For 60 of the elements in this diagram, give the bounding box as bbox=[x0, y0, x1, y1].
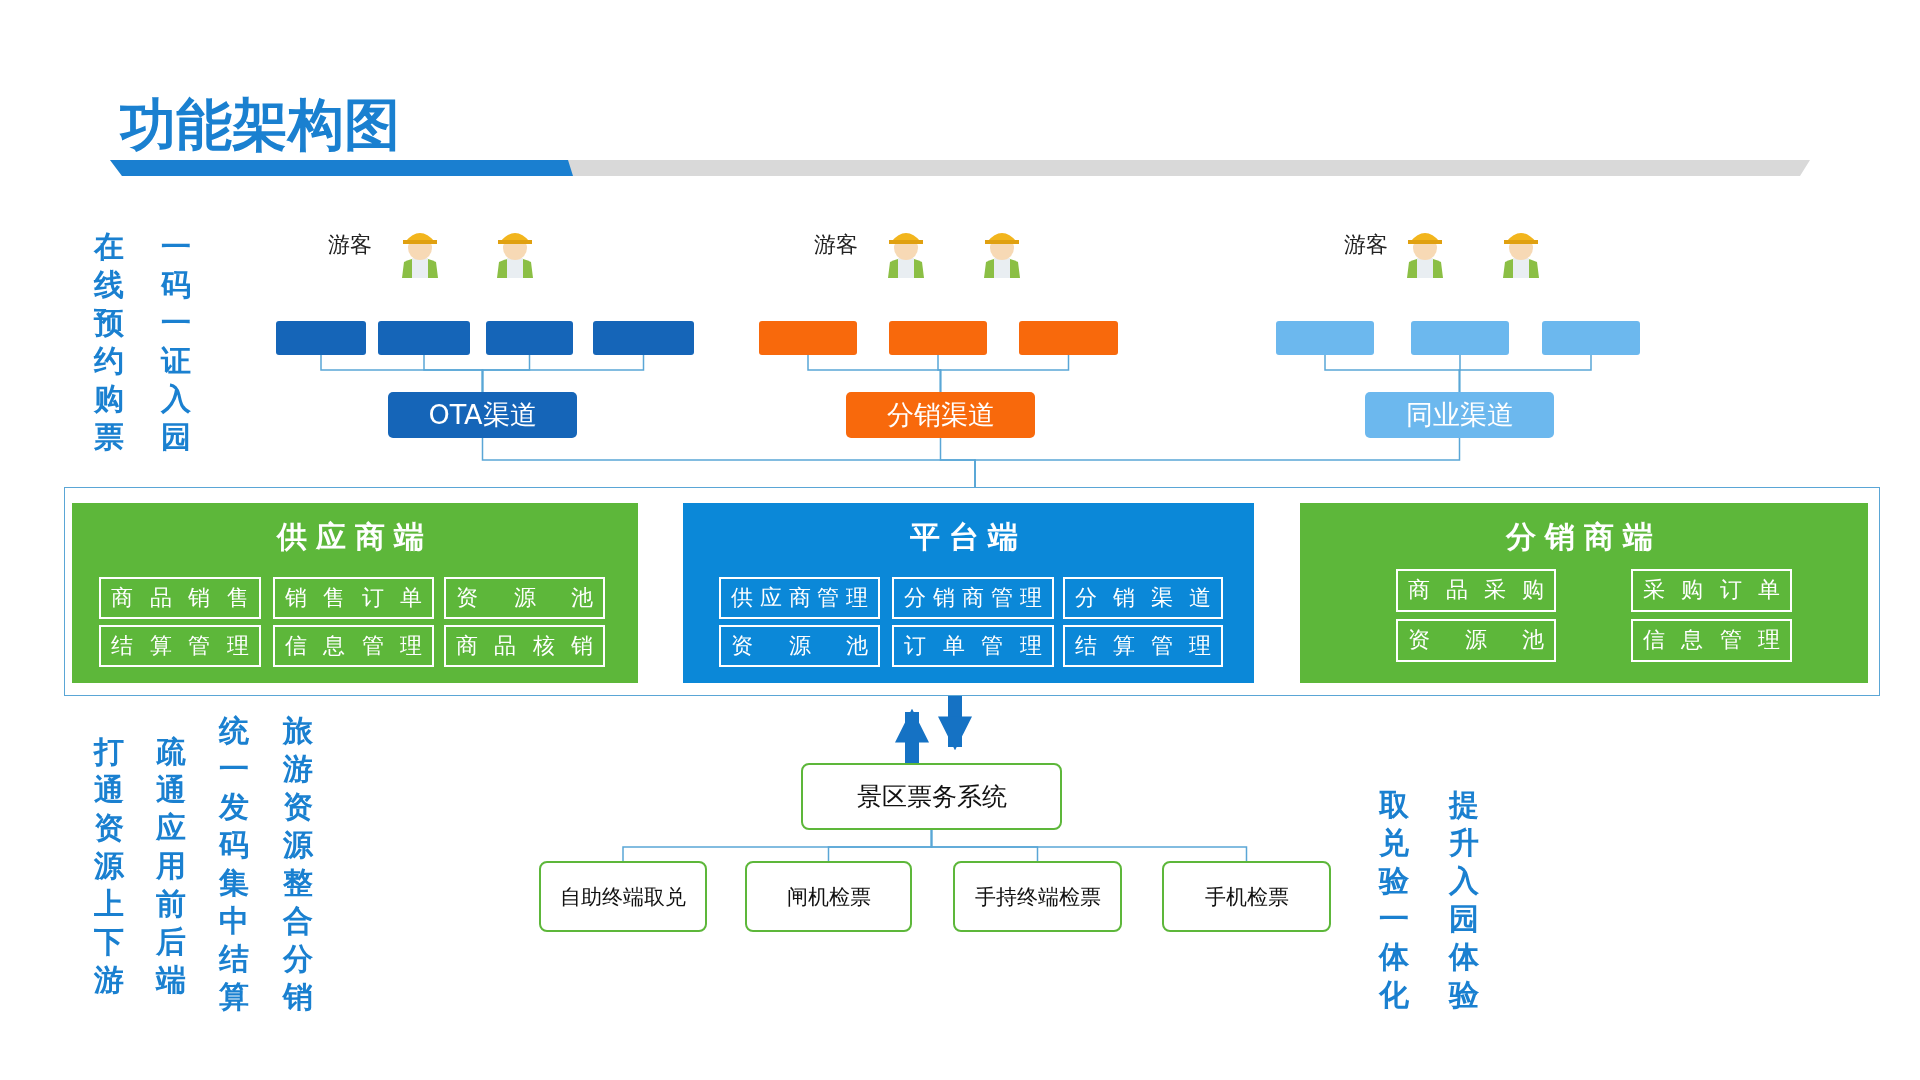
function-box: 采购订单 bbox=[1631, 569, 1792, 612]
function-box: 商品销售 bbox=[99, 577, 261, 619]
side-text: 在线预约购票 bbox=[93, 228, 125, 456]
visitor-label: 游客 bbox=[328, 231, 372, 259]
function-box: 资源池 bbox=[444, 577, 605, 619]
function-box: 结算管理 bbox=[1063, 625, 1223, 667]
terminal-box: 自助终端取兑 bbox=[539, 861, 707, 932]
terminal-box: 手机检票 bbox=[1162, 861, 1331, 932]
function-box: 信息管理 bbox=[1631, 619, 1792, 662]
tag-box bbox=[889, 321, 987, 355]
block-arrow bbox=[895, 708, 929, 763]
channel-box: 同业渠道 bbox=[1365, 392, 1554, 438]
function-box: 订单管理 bbox=[892, 625, 1054, 667]
connector-line bbox=[930, 829, 1248, 862]
side-text: 取兑验一体化 bbox=[1378, 786, 1410, 1014]
function-box: 信息管理 bbox=[273, 625, 434, 667]
block-arrow bbox=[938, 696, 972, 751]
panel-heading: 供应商端 bbox=[275, 518, 434, 556]
function-box: 结算管理 bbox=[99, 625, 261, 667]
module-panel bbox=[1300, 503, 1868, 683]
tag-box bbox=[378, 321, 470, 355]
panel-heading: 平台端 bbox=[909, 518, 1028, 556]
function-box: 资源池 bbox=[1396, 619, 1556, 662]
tag-box bbox=[1542, 321, 1640, 355]
channel-box: 分销渠道 bbox=[846, 392, 1035, 438]
side-text: 一码一证入园 bbox=[160, 228, 192, 456]
tag-box bbox=[1411, 321, 1509, 355]
side-text: 打通资源上下游 bbox=[93, 733, 125, 999]
function-box: 商品核销 bbox=[444, 625, 605, 667]
side-text: 统一发码集中结算 bbox=[218, 712, 250, 1016]
connector-line bbox=[1458, 354, 1592, 393]
tag-box bbox=[276, 321, 366, 355]
side-text: 旅游资源整合分销 bbox=[282, 712, 314, 1016]
connector-line bbox=[974, 437, 1461, 488]
panel-heading: 分销商端 bbox=[1504, 518, 1663, 556]
system-box: 景区票务系统 bbox=[801, 763, 1062, 830]
visitor-label: 游客 bbox=[814, 231, 858, 259]
tag-box bbox=[1019, 321, 1118, 355]
function-box: 供应商管理 bbox=[719, 577, 880, 619]
function-box: 销售订单 bbox=[273, 577, 434, 619]
function-box: 分销渠道 bbox=[1063, 577, 1223, 619]
module-panel bbox=[683, 503, 1254, 683]
function-box: 商品采购 bbox=[1396, 569, 1556, 612]
function-box: 分销商管理 bbox=[892, 577, 1054, 619]
title: 功能架构图 bbox=[120, 91, 400, 159]
function-box: 资源池 bbox=[719, 625, 880, 667]
terminal-box: 闸机检票 bbox=[745, 861, 912, 932]
connector-line bbox=[481, 354, 645, 393]
system-frame bbox=[64, 487, 1880, 696]
tag-box bbox=[593, 321, 694, 355]
visitor-label: 游客 bbox=[1344, 231, 1388, 259]
tag-box bbox=[1276, 321, 1374, 355]
channel-box: OTA渠道 bbox=[388, 392, 577, 438]
module-panel bbox=[72, 503, 638, 683]
terminal-box: 手持终端检票 bbox=[953, 861, 1122, 932]
side-text: 提升入园体验 bbox=[1448, 786, 1480, 1014]
connector-line bbox=[939, 354, 1070, 393]
tag-box bbox=[759, 321, 857, 355]
side-text: 疏通应用前后端 bbox=[155, 733, 187, 999]
tag-box bbox=[486, 321, 573, 355]
